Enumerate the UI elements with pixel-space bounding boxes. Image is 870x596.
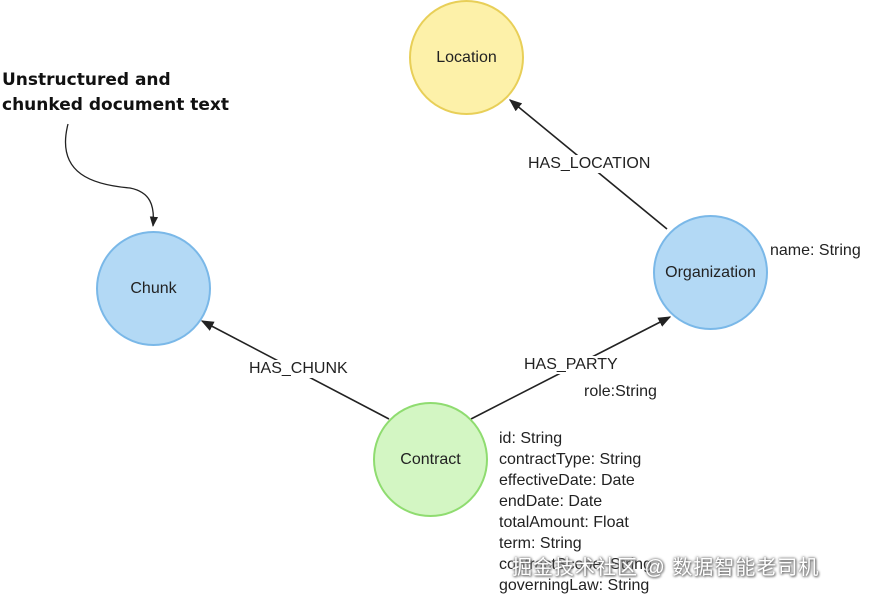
node-chunk: Chunk: [96, 231, 211, 346]
contract-property: governingLaw: String: [499, 577, 650, 594]
organization-property-name: name: String: [770, 242, 861, 259]
contract-properties: id: String contractType: String effectiv…: [499, 428, 652, 596]
label-has-party: HAS_PARTY: [522, 356, 620, 374]
annotation-text: Unstructured and chunked document text: [2, 68, 229, 118]
contract-property: endDate: Date: [499, 493, 603, 510]
label-has-chunk: HAS_CHUNK: [247, 360, 350, 378]
contract-property: term: String: [499, 535, 582, 552]
contract-property: contractScope: String: [499, 556, 652, 573]
contract-property: totalAmount: Float: [499, 514, 629, 531]
annotation-line-1: Unstructured and: [2, 70, 171, 90]
annotation-arrow: [64, 123, 159, 228]
annotation-line-2: chunked document text: [2, 95, 230, 115]
contract-property: contractType: String: [499, 451, 642, 468]
node-organization: Organization: [653, 215, 768, 330]
has-party-role-property: role:String: [584, 383, 657, 400]
watermark: 掘金技术社区 @ 数据智能老司机: [512, 557, 820, 579]
node-location: Location: [409, 0, 524, 115]
contract-property: id: String: [499, 430, 563, 447]
node-contract: Contract: [373, 402, 488, 517]
contract-property: effectiveDate: Date: [499, 472, 635, 489]
label-has-location: HAS_LOCATION: [526, 155, 653, 173]
